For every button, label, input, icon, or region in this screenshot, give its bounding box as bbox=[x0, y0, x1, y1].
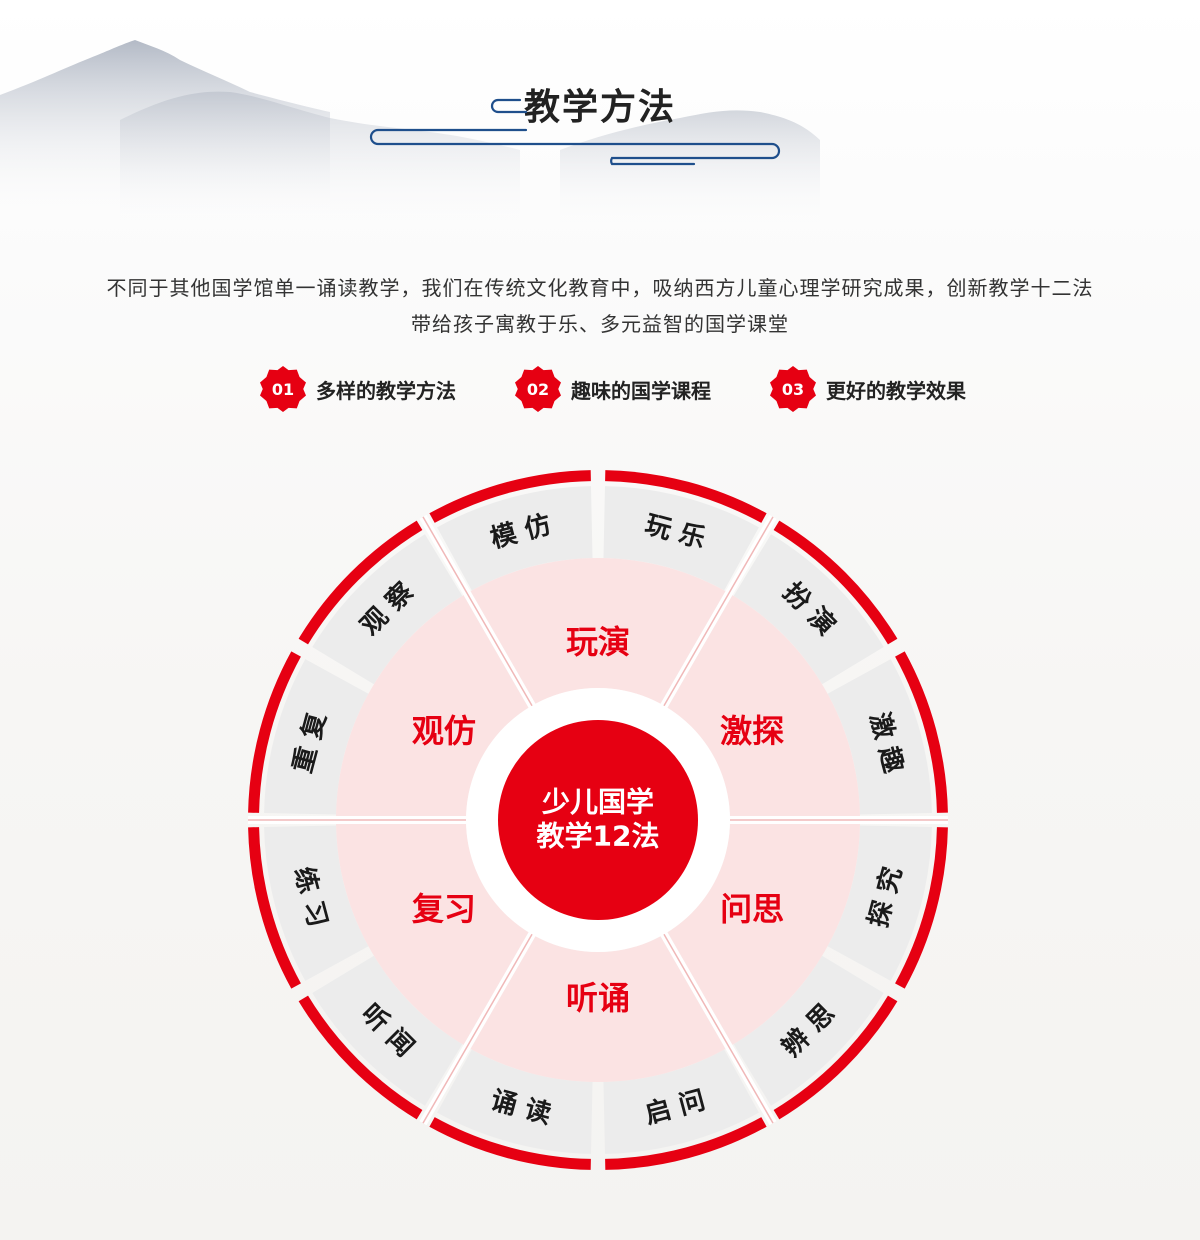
title-ornament bbox=[369, 98, 781, 166]
outer-rim-segment bbox=[248, 827, 301, 989]
intro-text-line-2: 带给孩子寓教于乐、多元益智的国学课堂 bbox=[411, 312, 789, 336]
feature-number-badge: 01 bbox=[260, 366, 306, 412]
outer-method-segment bbox=[437, 486, 593, 591]
center-circle bbox=[498, 720, 698, 920]
inner-method-segment bbox=[336, 593, 532, 820]
inner-method-label: 激探 bbox=[720, 712, 784, 750]
outer-rim-segment bbox=[298, 995, 423, 1120]
sector-divider-line bbox=[657, 923, 774, 1124]
inner-method-label: 观仿 bbox=[412, 712, 476, 750]
outer-rim-segment bbox=[429, 1117, 591, 1170]
outer-method-segment bbox=[264, 659, 369, 815]
sector-divider-line bbox=[657, 516, 774, 717]
center-title-line-1: 少儿国学 bbox=[542, 786, 654, 819]
feature-number-badge: 02 bbox=[515, 366, 561, 412]
feature-label: 趣味的国学课程 bbox=[571, 378, 711, 403]
inner-method-segment bbox=[336, 820, 532, 1047]
inner-method-label: 听诵 bbox=[566, 979, 630, 1017]
outer-rim-segment bbox=[895, 651, 948, 813]
outer-rim-segment bbox=[773, 995, 898, 1120]
feature-number-badge: 03 bbox=[770, 366, 816, 412]
outer-rim-segment bbox=[895, 827, 948, 989]
outer-method-segment bbox=[733, 534, 884, 685]
outer-rim-segment bbox=[429, 470, 591, 523]
outer-method-segment bbox=[827, 825, 932, 981]
feature-label: 更好的教学效果 bbox=[826, 378, 966, 403]
outer-method-segment bbox=[312, 955, 463, 1106]
outer-method-segment bbox=[827, 659, 932, 815]
feature-item-3: 03 更好的教学效果 bbox=[770, 366, 966, 412]
outer-method-segment bbox=[437, 1049, 593, 1154]
mountain-background bbox=[0, 40, 820, 230]
sector-divider-line bbox=[422, 516, 539, 717]
inner-method-segment bbox=[467, 934, 729, 1082]
inner-method-label: 问思 bbox=[720, 890, 784, 928]
feature-item-2: 02 趣味的国学课程 bbox=[515, 366, 711, 412]
outer-rim-segment bbox=[773, 520, 898, 645]
section-title: 教学方法 bbox=[523, 87, 676, 128]
sector-divider-line bbox=[422, 923, 539, 1124]
outer-method-segment bbox=[312, 534, 463, 685]
outer-method-segment bbox=[264, 825, 369, 981]
feature-label: 多样的教学方法 bbox=[316, 378, 456, 403]
outer-method-segment bbox=[603, 486, 759, 591]
outer-rim-segment bbox=[248, 651, 301, 813]
outer-rim-segment bbox=[605, 470, 767, 523]
inner-method-label: 复习 bbox=[412, 890, 476, 928]
intro-text-line-1: 不同于其他国学馆单一诵读教学，我们在传统文化教育中，吸纳西方儿童心理学研究成果，… bbox=[106, 276, 1094, 300]
outer-method-segment bbox=[603, 1049, 759, 1154]
inner-method-label: 玩演 bbox=[566, 623, 630, 661]
outer-rim-segment bbox=[298, 520, 423, 645]
feature-item-1: 01 多样的教学方法 bbox=[260, 366, 456, 412]
outer-method-segment bbox=[733, 955, 884, 1106]
inner-method-segment bbox=[664, 820, 860, 1047]
outer-rim-segment bbox=[605, 1117, 767, 1170]
inner-method-segment bbox=[664, 593, 860, 820]
center-title-line-2: 教学12法 bbox=[537, 820, 660, 853]
inner-method-segment bbox=[467, 558, 729, 706]
